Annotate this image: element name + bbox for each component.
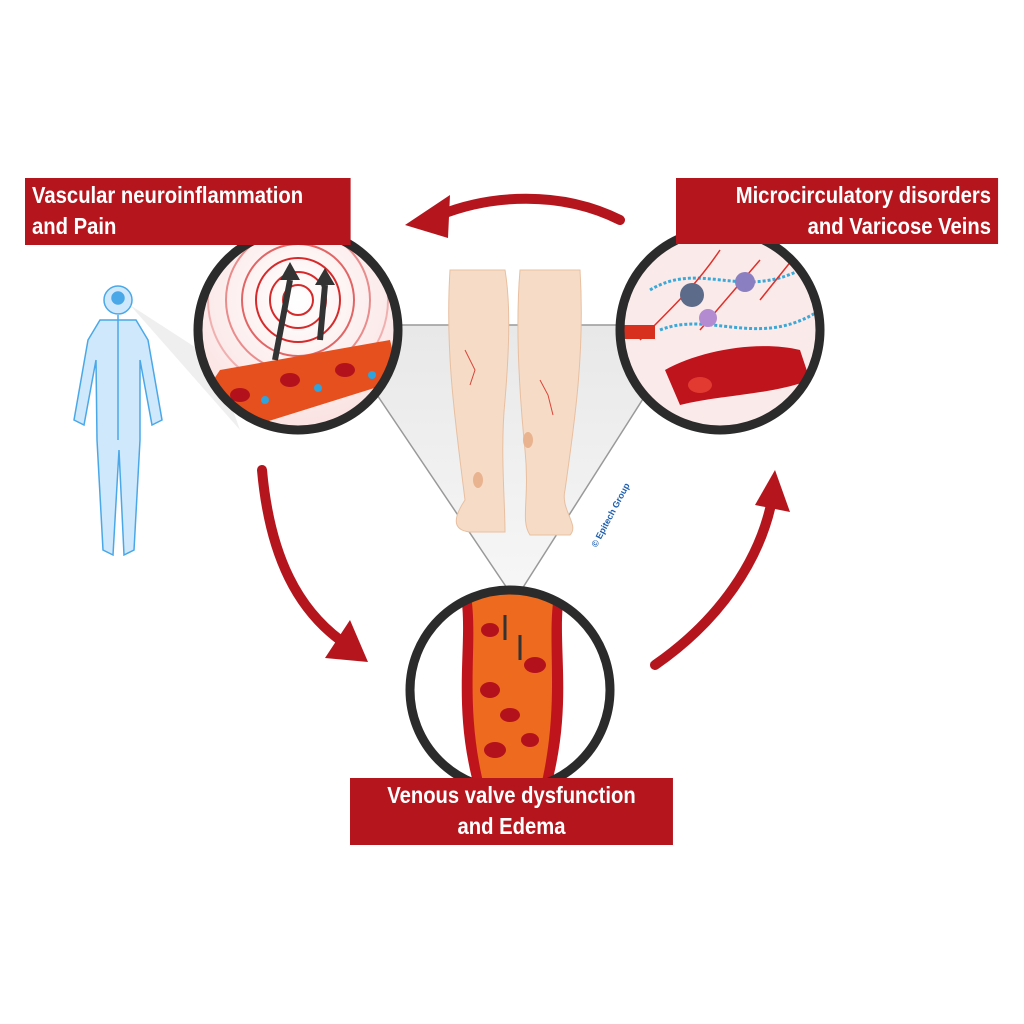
arrow-head-right (755, 470, 790, 512)
neuroinflammation-circle (193, 225, 403, 435)
arrow-bottom-to-right (650, 495, 777, 670)
cycle-arrows (257, 193, 777, 670)
arrow-head-left (405, 195, 450, 238)
microcirculation-circle (615, 225, 825, 435)
arrow-left-to-bottom (257, 465, 345, 645)
label-line: and Varicose Veins (807, 213, 992, 239)
zoom-cone (130, 305, 240, 430)
venous-valve-circle (405, 585, 615, 795)
label-microcirculatory-disorders: Microcirculatory disorders and Varicose … (676, 178, 999, 244)
legs-illustration (448, 269, 582, 536)
legs-funnel (328, 324, 692, 602)
label-venous-valve-dysfunction: Venous valve dysfunction and Edema (350, 778, 673, 845)
label-line: Venous valve dysfunction (387, 782, 636, 808)
label-line: and Pain (32, 213, 117, 239)
label-line: Microcirculatory disorders (735, 182, 992, 208)
arrow-heads (325, 195, 790, 662)
arrow-head-bottom (325, 620, 368, 662)
label-line: Vascular neuroinflammation (32, 182, 304, 208)
human-body-nervous-system (73, 285, 163, 557)
arrow-right-to-left (435, 193, 625, 225)
label-line: and Edema (457, 813, 566, 839)
label-vascular-neuroinflammation: Vascular neuroinflammation and Pain (25, 178, 351, 245)
